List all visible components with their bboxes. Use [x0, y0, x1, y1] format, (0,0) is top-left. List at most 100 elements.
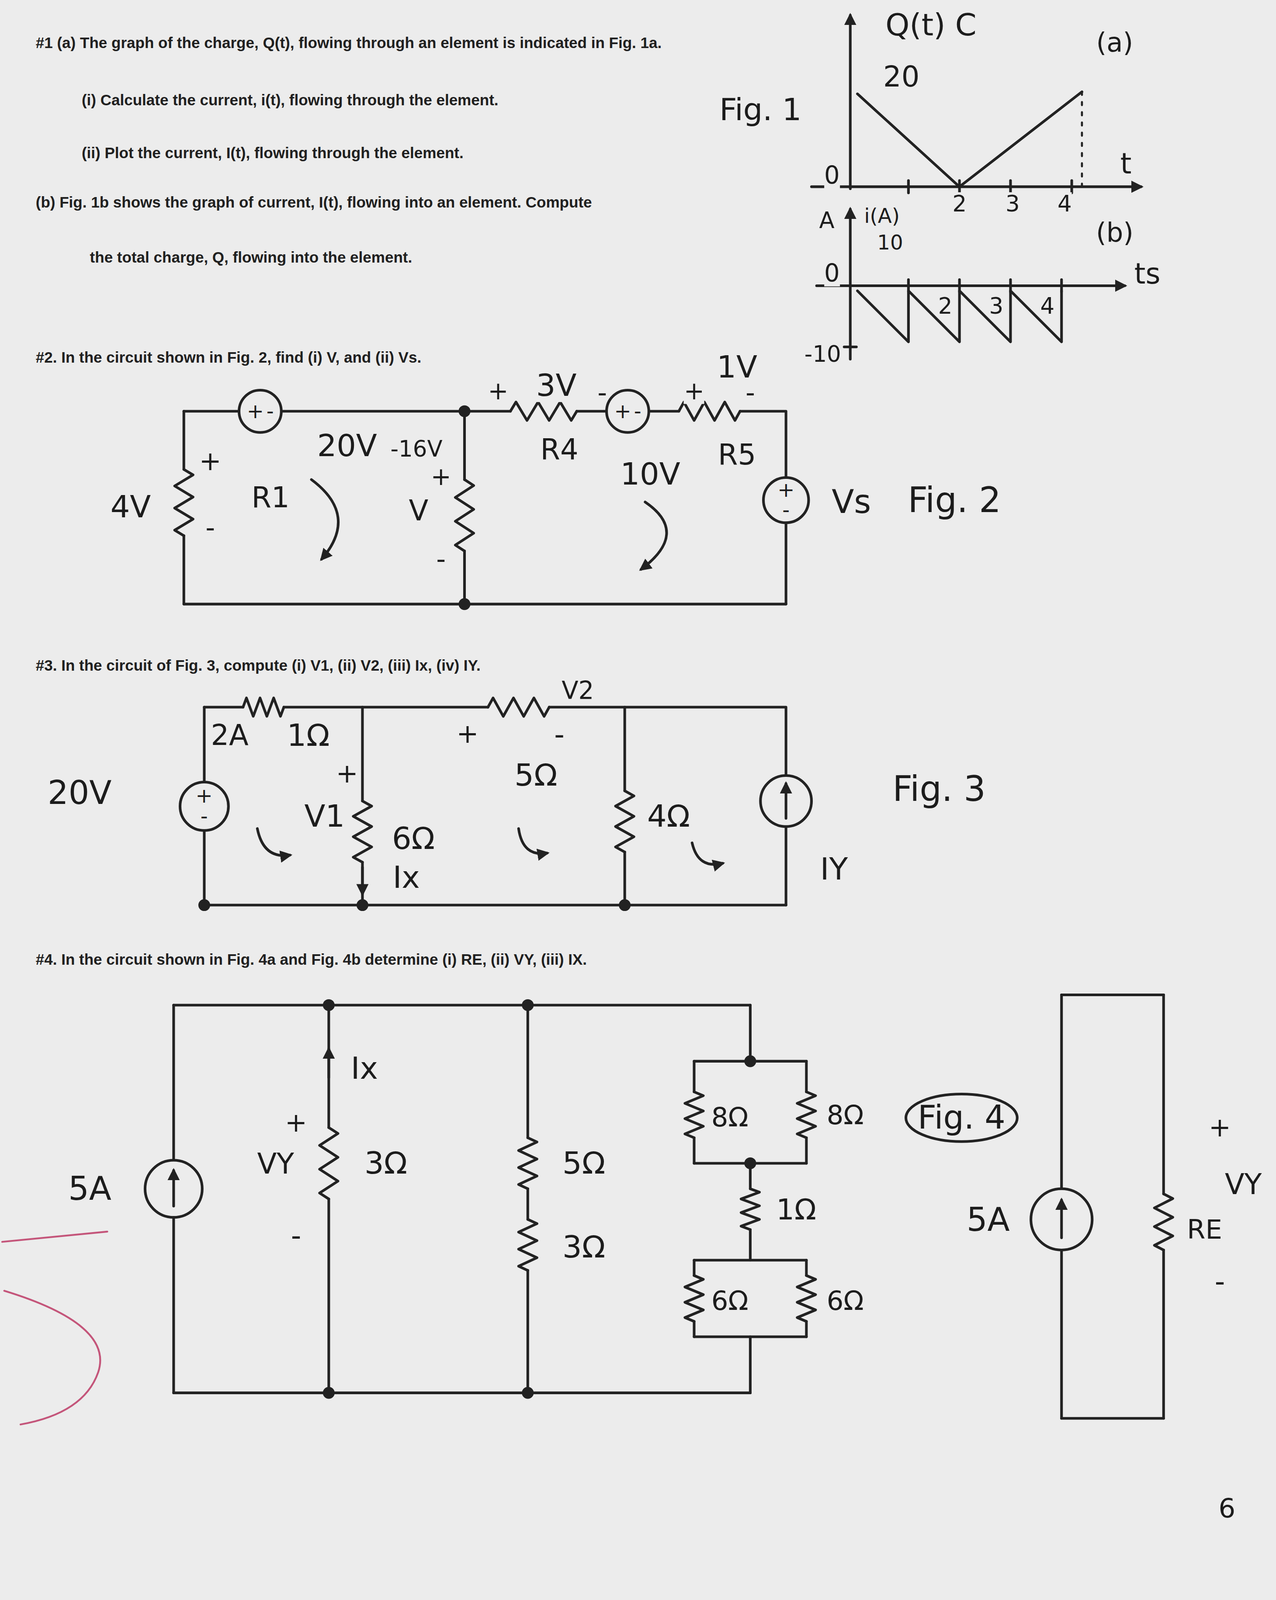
guide-line: [1081, 91, 1084, 187]
handwritten-label: RE: [1186, 1216, 1223, 1245]
wire: [463, 411, 466, 480]
resistor-symbol: [518, 1219, 538, 1271]
voltage-source: +-: [762, 476, 810, 524]
wire: [693, 1258, 807, 1262]
source-circle: [180, 782, 229, 831]
current-arrow: [172, 1170, 175, 1207]
handwritten-label: 3Ω: [364, 1147, 408, 1180]
handwritten-label: i(A): [864, 205, 900, 228]
handwritten-label: 6Ω: [826, 1287, 864, 1316]
current-arrow: [1060, 1200, 1063, 1238]
handwritten-label: 5A: [68, 1171, 112, 1207]
junction-dot: [523, 1388, 533, 1398]
polarity-sign: -: [634, 401, 642, 422]
wire: [1162, 995, 1166, 1194]
handwritten-label: +: [683, 377, 705, 404]
junction-dot: [324, 1000, 334, 1010]
resistor-symbol: [174, 469, 194, 536]
wire: [526, 1189, 530, 1220]
handwritten-label: R1: [251, 481, 290, 513]
wire: [748, 1336, 752, 1393]
handwritten-label: +: [456, 720, 479, 749]
wire: [182, 411, 186, 470]
wire: [1060, 1250, 1063, 1419]
wire: [692, 1061, 696, 1093]
axis-line: [811, 185, 1141, 188]
handwritten-label: 0: [824, 260, 840, 287]
figure-tag: Fig. 4: [904, 1092, 1019, 1144]
axis-line: [849, 209, 852, 360]
source-circle: [763, 477, 809, 523]
wire: [804, 1321, 808, 1337]
polarity-sign: -: [200, 806, 209, 827]
wire: [748, 1229, 752, 1261]
resistor-symbol: [455, 479, 474, 552]
question-text: (i) Calculate the current, i(t), flowing…: [81, 92, 499, 109]
current-source: [760, 775, 812, 827]
resistor-symbol: [518, 1137, 538, 1190]
wire: [172, 1005, 175, 1161]
handwritten-label: 3: [989, 294, 1004, 319]
wire: [182, 535, 186, 604]
handwritten-label: 2: [938, 294, 953, 319]
axis-line: [849, 15, 852, 189]
wire: [804, 1061, 808, 1093]
handwritten-label: -: [436, 545, 446, 574]
wire: [576, 409, 606, 413]
handwritten-label: 5Ω: [562, 1147, 606, 1180]
handwritten-label: 3: [1005, 192, 1020, 216]
handwritten-label: 8Ω: [711, 1103, 749, 1132]
current-source: [1030, 1189, 1093, 1251]
handwritten-label: +: [1208, 1113, 1231, 1142]
handwritten-label: 6Ω: [391, 822, 435, 856]
graph-line: [857, 91, 1082, 187]
loop-arrow: [311, 479, 339, 560]
junction-dot: [357, 900, 368, 910]
wire: [1061, 1417, 1164, 1420]
wire: [692, 1260, 696, 1276]
loop-arrow: [257, 828, 291, 856]
handwritten-label: 10: [877, 232, 903, 254]
handwritten-label: +: [199, 447, 222, 476]
handwritten-label: 20: [883, 61, 920, 92]
wire: [1061, 993, 1164, 997]
tick-mark: [844, 345, 857, 349]
junction-dot: [745, 1056, 755, 1066]
wire: [204, 705, 243, 709]
handwritten-label: (a): [1096, 28, 1134, 57]
handwritten-label: 2A: [210, 720, 249, 751]
question-text: #2. In the circuit shown in Fig. 2, find…: [35, 349, 422, 366]
wire: [526, 1005, 530, 1138]
question-text: (ii) Plot the current, I(t), flowing thr…: [81, 145, 464, 162]
handwritten-label: 5Ω: [514, 759, 558, 793]
polarity-sign: -: [782, 500, 790, 521]
question-text: (b) Fig. 1b shows the graph of current, …: [35, 194, 593, 211]
handwritten-label: -: [745, 378, 756, 407]
junction-dot: [459, 599, 469, 609]
figure-label: Fig. 4: [917, 1101, 1006, 1135]
wire: [1162, 1250, 1166, 1419]
junction-dot: [523, 1000, 533, 1010]
wire: [172, 1217, 175, 1394]
current-arrow: [784, 783, 788, 819]
handwritten-label: 5A: [966, 1202, 1010, 1237]
tick-mark: [1070, 180, 1074, 193]
wire: [463, 551, 466, 604]
tick-mark: [1009, 180, 1012, 193]
wire: [282, 409, 511, 413]
wire: [784, 826, 788, 906]
handwritten-label: t: [1120, 148, 1132, 179]
handwritten-label: 4V: [110, 491, 152, 524]
handwritten-label: 3Ω: [562, 1231, 606, 1264]
wire: [784, 522, 788, 605]
handwritten-label: 8Ω: [826, 1101, 864, 1130]
junction-dot: [620, 900, 630, 910]
pen-mark: [4, 1290, 101, 1425]
wire: [202, 831, 206, 905]
polarity-sign: +: [246, 401, 264, 422]
resistor-symbol: [678, 402, 740, 421]
axis-line: [816, 284, 1125, 288]
handwritten-label: -16V: [390, 437, 443, 462]
current-source: [145, 1160, 203, 1218]
junction-dot: [745, 1158, 755, 1169]
